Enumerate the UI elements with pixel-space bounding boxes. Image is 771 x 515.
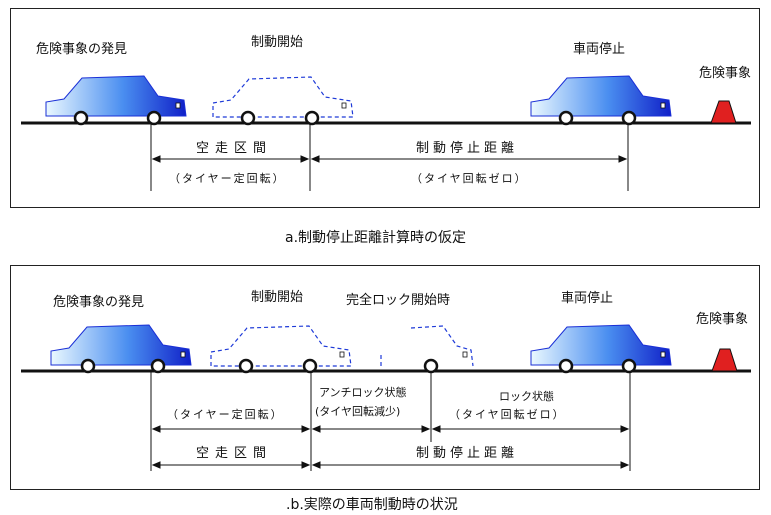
car-brake-start-outline xyxy=(212,76,354,126)
car-stop xyxy=(530,75,672,126)
label-antilock: アンチロック状態 xyxy=(319,386,407,399)
label-free-run-note: （タイヤー定回転） xyxy=(167,408,284,421)
arrow-free-run xyxy=(151,461,311,469)
panel-a-drawing xyxy=(21,75,751,191)
caption-actual: .b.実際の車両制動時の状況 xyxy=(286,497,458,513)
hazard-marker xyxy=(711,348,738,372)
label-antilock-note: (タイヤ回転減少) xyxy=(315,405,401,418)
label-discover: 危険事象の発見 xyxy=(53,295,145,310)
label-hazard: 危険事象 xyxy=(699,66,752,81)
label-free-run: 空走区間 xyxy=(196,446,273,461)
panel-assumption: 危険事象の発見 制動開始 車両停止 危険事象 空走区間 （タイヤー定回転） 制動… xyxy=(10,8,760,208)
caption-assumption: a.制動停止距離計算時の仮定 xyxy=(285,230,467,246)
car-stop xyxy=(530,324,672,374)
label-full-lock: 完全ロック開始時 xyxy=(346,293,451,308)
arrow-brake-distance xyxy=(311,461,630,469)
label-brake-start: 制動開始 xyxy=(251,35,304,50)
label-free-run: 空走区間 xyxy=(196,141,273,156)
label-hazard: 危険事象 xyxy=(696,312,749,327)
label-brake-distance: 制動停止距離 xyxy=(416,141,519,156)
car-brake-start-outline xyxy=(210,325,352,374)
hazard-marker xyxy=(710,100,737,124)
car-discover xyxy=(50,324,192,374)
label-discover: 危険事象の発見 xyxy=(36,42,128,57)
panel-actual: 危険事象の発見 制動開始 完全ロック開始時 車両停止 危険事象 アンチロック状態… xyxy=(10,265,760,490)
label-stop: 車両停止 xyxy=(561,291,614,306)
label-stop: 車両停止 xyxy=(573,42,626,57)
label-brake-start: 制動開始 xyxy=(251,290,304,305)
label-free-run-note: （タイヤー定回転） xyxy=(169,172,286,185)
arrow-lock xyxy=(431,425,630,433)
label-brake-note: （タイヤ回転ゼロ） xyxy=(411,172,528,185)
arrow-brake-distance xyxy=(310,155,628,163)
car-discover xyxy=(45,75,187,126)
car-full-lock-outline xyxy=(380,325,474,374)
arrow-free-run-note xyxy=(151,425,311,433)
label-brake-distance: 制動停止距離 xyxy=(416,446,519,461)
arrow-antilock xyxy=(311,425,431,433)
label-lock-note: （タイヤ回転ゼロ） xyxy=(449,408,566,421)
label-lock: ロック状態 xyxy=(499,390,554,403)
panel-b-drawing xyxy=(21,324,751,471)
arrow-free-run xyxy=(151,155,310,163)
